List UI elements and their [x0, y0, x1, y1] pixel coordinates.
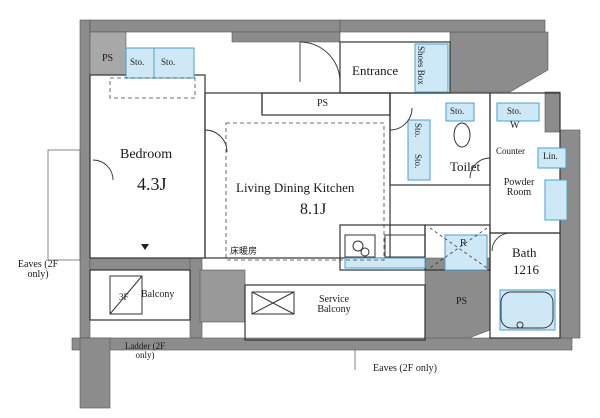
ladder-hatch: [109, 275, 143, 315]
bedroom-dashed-outline: [109, 77, 196, 99]
bedroom-size: 4.3J: [137, 174, 167, 194]
balcony-label: Balcony: [141, 289, 175, 300]
counter-label: Counter: [496, 146, 525, 156]
storage-label-bedroom-1: Sto.: [130, 57, 145, 67]
ps-label-ldk: PS: [317, 98, 329, 109]
ps-label-bottom: PS: [456, 296, 468, 307]
entrance-label: Entrance: [352, 63, 399, 78]
toilet-label: Toilet: [450, 159, 481, 174]
bath-fixtures: [453, 122, 554, 329]
washer-label: W: [510, 120, 520, 131]
powder-room-label: Powder Room: [503, 177, 535, 198]
ps-label-top-left: PS: [102, 53, 114, 64]
ldk-name: Living Dining Kitchen: [236, 180, 355, 195]
kitchen-fixtures: [344, 234, 426, 258]
door-swings: [92, 41, 511, 252]
eaves-outlines: [47, 149, 356, 370]
floor-heating-label: 床暖房: [230, 246, 258, 256]
bath-name: Bath: [512, 245, 537, 260]
ladder-label: Ladder (2F only): [124, 341, 166, 360]
shoes-box-label: Shoes Box: [416, 46, 426, 85]
linen-label: Lin.: [543, 151, 558, 161]
service-balcony-fixture: [251, 291, 295, 315]
bath-size: 1216: [513, 262, 539, 277]
ldk-dashed-outline: [225, 122, 385, 261]
service-balcony-label: Service Balcony: [317, 294, 351, 315]
storage-label-vertical-1: Sto.: [413, 123, 423, 138]
ldk-size: 8.1J: [300, 201, 327, 218]
storage-label-washer: Sto.: [507, 106, 522, 116]
fridge-label: R: [460, 238, 467, 249]
entry-arrow-marker: [141, 244, 149, 250]
storage-label-bedroom-2: Sto.: [161, 57, 176, 67]
eaves-left-label: Eaves (2F only): [17, 259, 59, 280]
storage-units: [125, 43, 568, 331]
bedroom-name: Bedroom: [120, 147, 173, 162]
storage-label-vertical-2: Sto.: [413, 154, 423, 169]
eaves-bottom-label: Eaves (2F only): [373, 363, 437, 374]
storage-label-toilet: Sto.: [450, 106, 465, 116]
hatch-label: 3F: [119, 292, 129, 302]
